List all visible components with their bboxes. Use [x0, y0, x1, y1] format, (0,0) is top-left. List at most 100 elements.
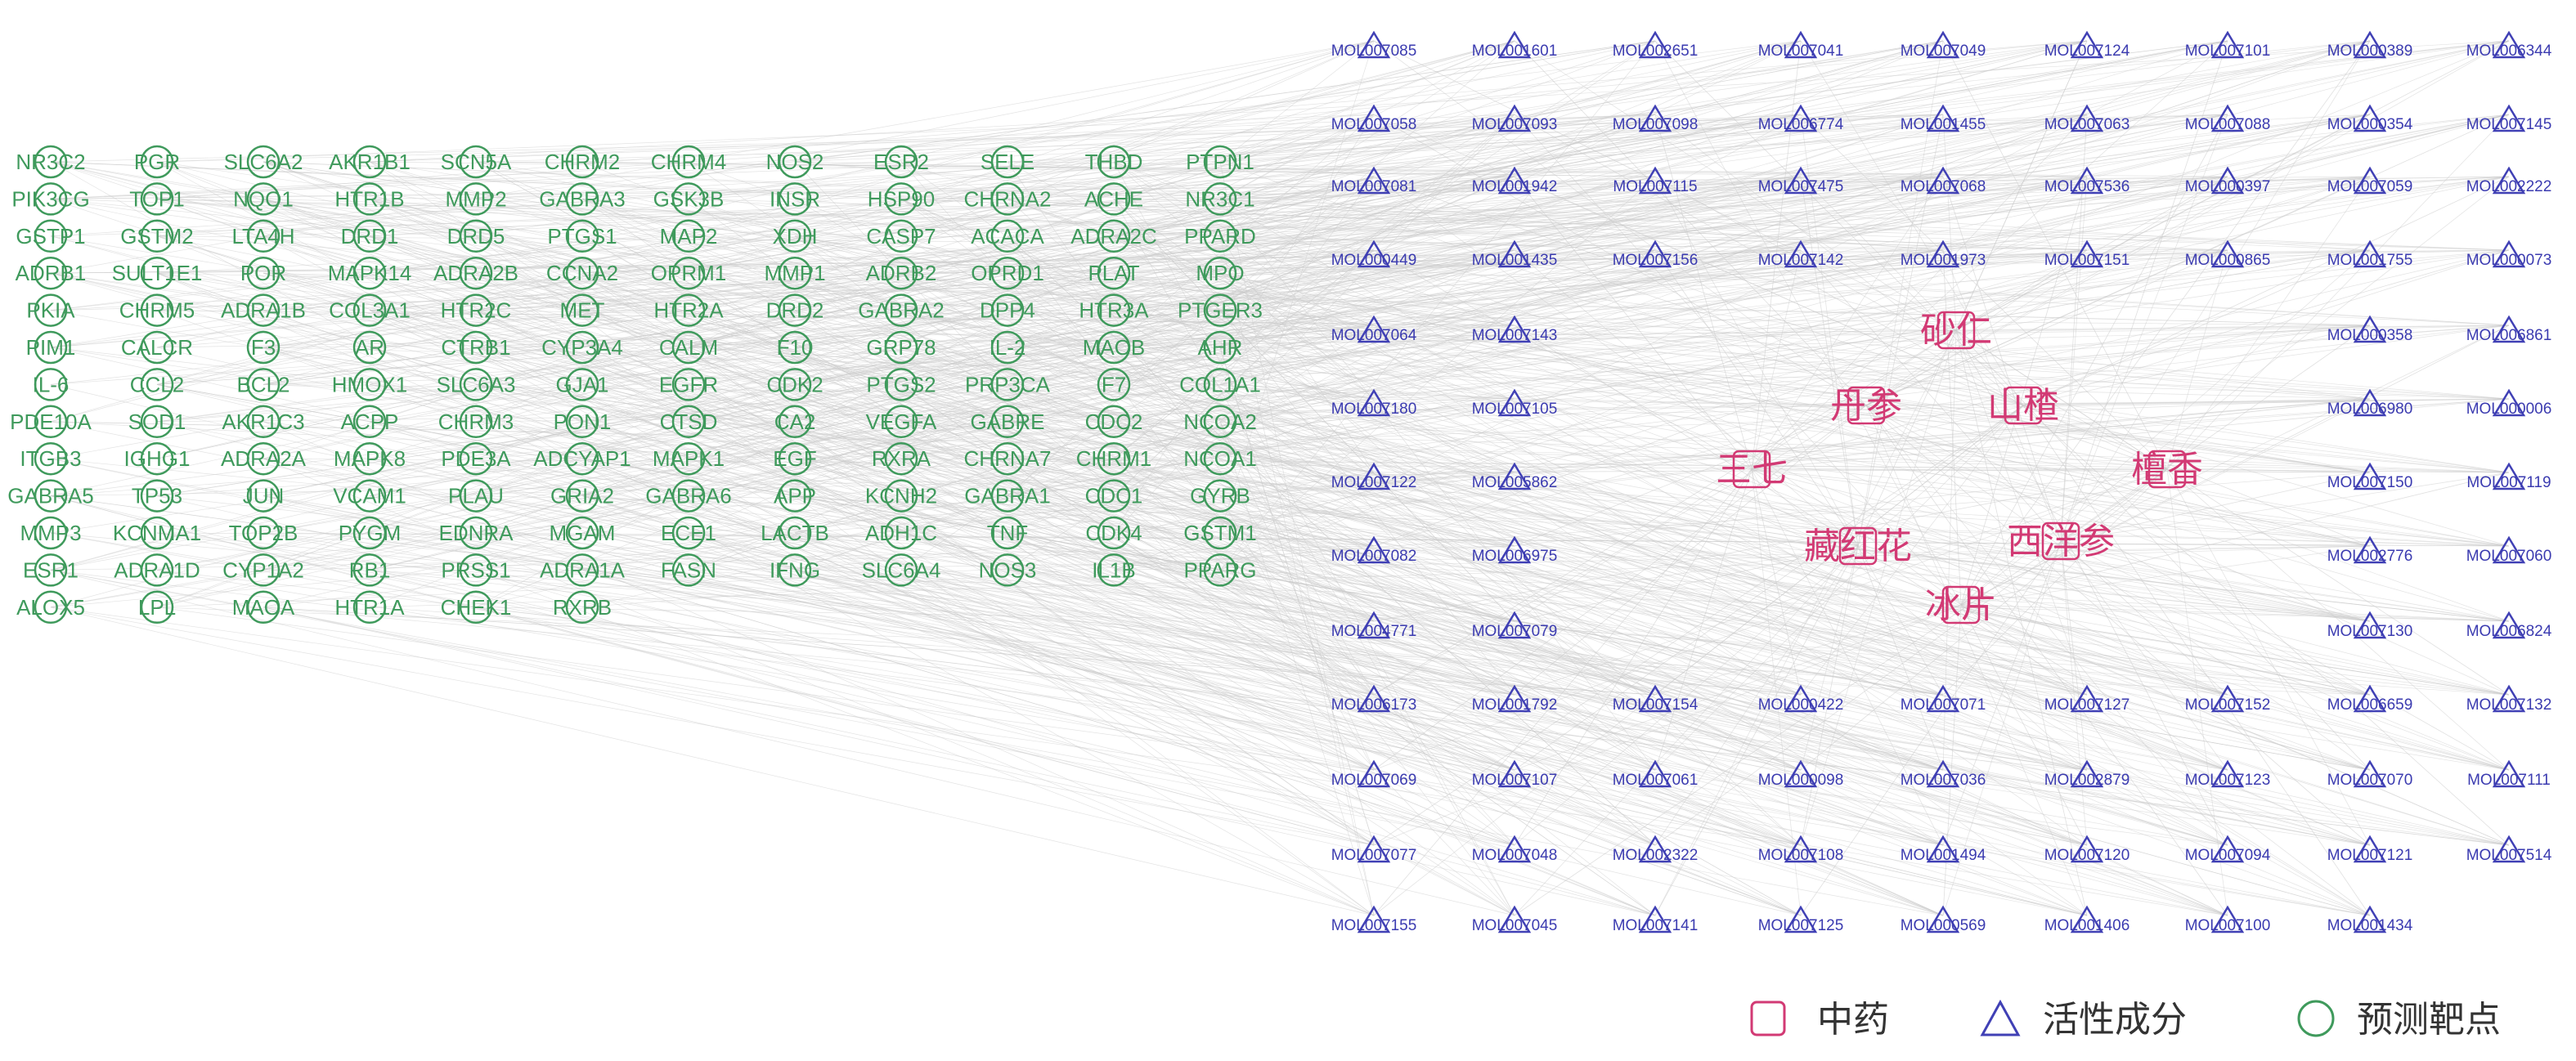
compound-label: MOL007063: [2044, 116, 2130, 133]
compound-label: MOL001435: [1472, 252, 1558, 269]
target-node: TNF: [987, 516, 1028, 550]
network-edge: [794, 176, 2371, 237]
target-node: GABRA3: [539, 182, 626, 216]
compound-triangle-icon: [1497, 759, 1532, 788]
network-edge: [369, 199, 2088, 846]
network-edge: [1219, 347, 1802, 846]
target-label: CALM: [659, 335, 718, 360]
network-edge: [900, 40, 2088, 199]
network-edge: [1007, 235, 1515, 916]
network-edge: [475, 199, 2510, 326]
target-circle-icon: [1097, 553, 1131, 587]
target-node: PTPN1: [1186, 145, 1254, 179]
target-circle-icon: [990, 256, 1025, 290]
network-edge: [794, 532, 1802, 916]
target-circle-icon: [459, 405, 493, 439]
network-edge: [156, 421, 1515, 771]
target-label: SLC6A2: [224, 150, 303, 174]
network-edge: [263, 347, 2228, 916]
herb-square-icon: [1847, 386, 1886, 425]
target-circle-icon: [671, 516, 706, 550]
compound-label: MOL007061: [1613, 772, 1699, 789]
target-label: CTRB1: [441, 335, 510, 360]
target-label: AKR1C3: [222, 410, 304, 434]
compound-label: MOL006659: [2327, 696, 2413, 714]
network-edge: [2022, 405, 2371, 547]
target-circle-icon: [459, 441, 493, 476]
network-edge: [1373, 325, 2168, 470]
compound-triangle-icon: [1926, 30, 1960, 59]
target-label: CHRM1: [1076, 446, 1151, 471]
target-label: RB1: [349, 557, 391, 582]
network-edge: [475, 325, 2371, 348]
compound-label: MOL006824: [2466, 623, 2552, 640]
network-edge: [156, 199, 1656, 251]
target-circle-icon: [778, 441, 812, 476]
compound-triangle-icon: [1638, 759, 1672, 788]
network-edge: [475, 40, 2371, 274]
network-edge: [369, 570, 2371, 916]
network-edge: [1219, 347, 2371, 846]
network-edge: [900, 272, 1515, 547]
network-edge: [794, 40, 2371, 199]
target-circle-icon: [990, 553, 1025, 587]
target-circle-icon: [1097, 441, 1131, 476]
network-edge: [900, 532, 1802, 771]
network-edge: [1113, 176, 2371, 571]
target-node: GRIA2: [550, 479, 614, 513]
network-edge: [2166, 468, 2228, 916]
network-edge: [475, 347, 2088, 846]
target-label: MAPK8: [334, 446, 406, 471]
network-edge: [1373, 405, 2024, 916]
compound-triangle-icon: [1497, 611, 1532, 639]
target-label: ACPP: [341, 410, 399, 434]
network-edge: [475, 114, 2510, 608]
target-circle-icon: [352, 405, 387, 439]
network-edge: [900, 199, 1515, 473]
compound-label: MOL007111: [2467, 772, 2551, 789]
network-edge: [794, 235, 1656, 916]
network-edge: [156, 249, 1944, 423]
target-circle-icon: [246, 553, 280, 587]
network-edge: [369, 161, 1515, 916]
network-edge: [1113, 421, 2510, 622]
network-edge: [156, 40, 1375, 385]
compound-triangle-icon: [2353, 104, 2387, 132]
target-circle-icon: [34, 590, 68, 625]
target-circle-icon: [352, 293, 387, 327]
target-label: MGAM: [550, 521, 616, 545]
network-edge: [156, 310, 1515, 326]
target-node: LPL: [138, 590, 176, 625]
target-node: GABRA5: [7, 479, 94, 513]
compound-label: MOL006173: [1331, 696, 1417, 714]
network-edge: [2060, 325, 2371, 542]
compound-label: MOL007536: [2044, 178, 2130, 195]
network-edge: [1113, 161, 2371, 916]
network-edge: [475, 235, 1802, 846]
network-edge: [475, 607, 1802, 916]
network-edge: [1955, 249, 2088, 331]
network-edge: [688, 384, 1656, 846]
target-label: F3: [251, 335, 276, 360]
target-label: NOS2: [766, 150, 824, 174]
network-edge: [1113, 545, 2371, 571]
network-edge: [1007, 114, 2510, 385]
herb-node: 西洋参: [2007, 521, 2115, 562]
target-circle-icon: [246, 516, 280, 550]
network-edge: [1514, 114, 2024, 406]
target-label: SELE: [981, 150, 1035, 174]
edge-layer: [50, 40, 2510, 916]
network-edge: [475, 161, 2228, 177]
compound-label: MOL007475: [1758, 178, 1844, 195]
target-node: EDNRA: [438, 516, 514, 550]
network-edge: [156, 607, 2371, 696]
target-node: MMP2: [445, 182, 507, 216]
compound-label: MOL001755: [2327, 252, 2413, 269]
network-edge: [1007, 347, 2228, 916]
network-edge: [1007, 384, 1802, 846]
target-circle-icon: [459, 368, 493, 401]
target-node: CCNA2: [546, 256, 618, 290]
herb-label: 三七: [1716, 449, 1788, 490]
network-edge: [581, 235, 1375, 696]
target-label: COL1A1: [1179, 372, 1261, 396]
